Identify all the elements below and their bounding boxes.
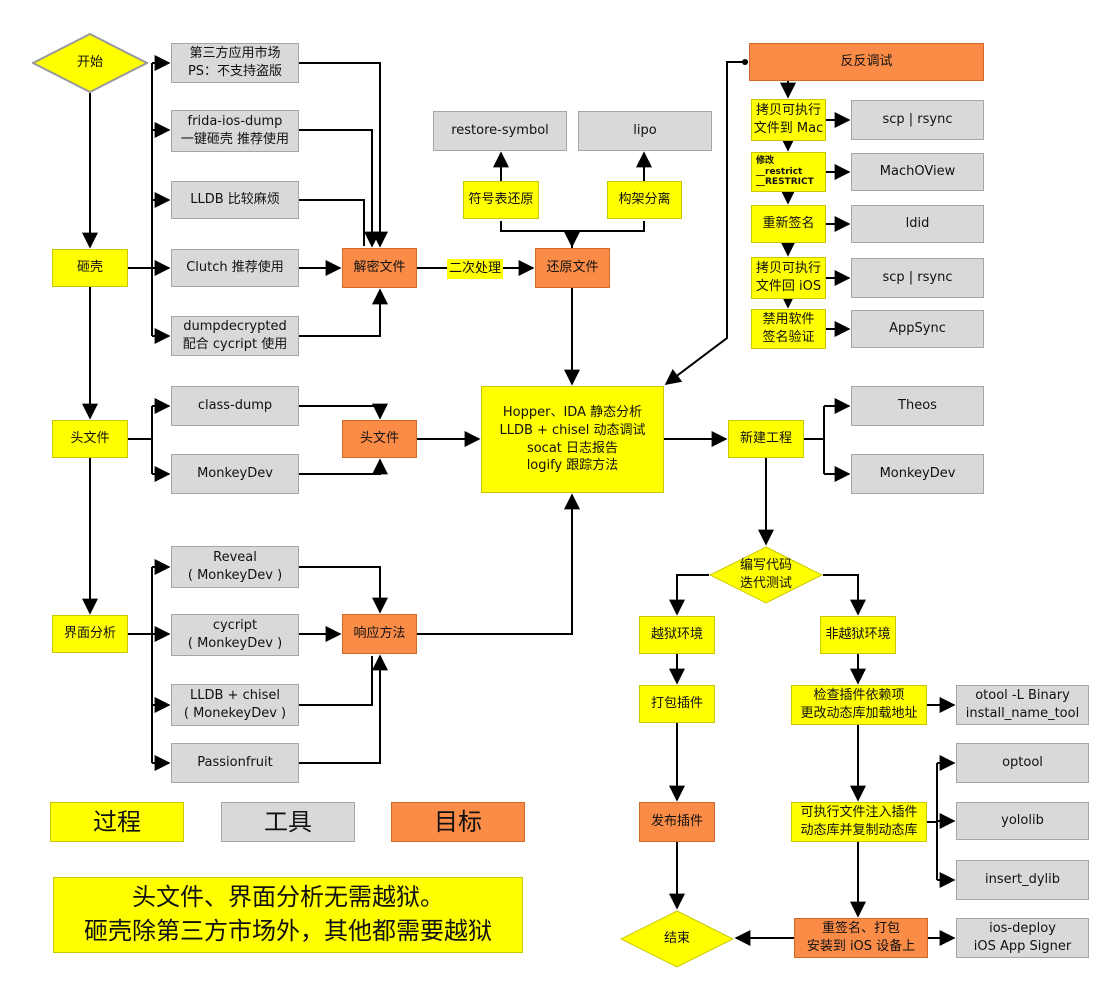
line-restore-to-arch [572, 221, 645, 232]
publish-plugin-target: 发布插件 [639, 802, 715, 842]
modify-restrict-node: 修改 __restrict __RESTRICT [751, 152, 826, 192]
line-lldb-to-response [299, 656, 373, 706]
frida-ios-dump-tool: frida-ios-dump 一键砸壳 推荐使用 [171, 110, 299, 152]
restore-file-target: 还原文件 [535, 248, 610, 288]
yololib-tool: yololib [956, 802, 1089, 840]
class-dump-tool: class-dump [171, 386, 299, 426]
arrow-write-to-jailbreak [669, 574, 709, 616]
otool-tool: otool -L Binary install_name_tool [956, 685, 1089, 725]
line-restore-to-symbol [500, 221, 573, 248]
restore-symbol-tool: restore-symbol [433, 111, 567, 151]
ios-deploy-tool: ios-deploy iOS App Signer [956, 918, 1089, 958]
optool-tool: optool [956, 743, 1089, 783]
machoview-tool: MachOView [851, 153, 984, 191]
check-deps-node: 检查插件依赖项 更改动态库加载地址 [791, 685, 927, 725]
package-plugin-node: 打包插件 [639, 685, 715, 723]
lldb-chisel-tool: LLDB + chisel ( MonekeyDev ) [171, 684, 299, 726]
copy-to-mac-node: 拷贝可执行 文件到 Mac [751, 99, 826, 141]
line-lldb-to-decrypt [299, 199, 365, 246]
monkeydev-header-tool: MonkeyDev [171, 454, 299, 494]
third-party-market-tool: 第三方应用市场 PS：不支持盗版 [171, 43, 299, 83]
start-diamond: 开始 [32, 33, 148, 93]
copy-to-ios-node: 拷贝可执行 文件回 iOS [751, 257, 826, 299]
legend-process: 过程 [50, 802, 184, 842]
passionfruit-tool: Passionfruit [171, 743, 299, 783]
cycript-tool: cycript ( MonkeyDev ) [171, 614, 299, 656]
shelling-node: 砸壳 [52, 249, 128, 287]
arrow-passionfruit-to-response [299, 654, 388, 764]
note-box: 头文件、界面分析无需越狱。 砸壳除第三方市场外，其他都需要越狱 [53, 877, 523, 953]
resign-install-target: 重签名、打包 安装到 iOS 设备上 [794, 918, 928, 958]
resign-node: 重新签名 [751, 205, 826, 243]
lldb-shell-tool: LLDB 比较麻烦 [171, 181, 299, 219]
appsync-tool: AppSync [851, 310, 984, 348]
arrow-dumpdecrypted-to-decrypt [299, 288, 388, 337]
lipo-tool: lipo [578, 111, 712, 151]
theos-tool: Theos [851, 386, 984, 426]
clutch-tool: Clutch 推荐使用 [171, 249, 299, 287]
symbol-restore-node: 符号表还原 [463, 181, 539, 219]
header-target: 头文件 [342, 420, 417, 458]
header-node: 头文件 [52, 420, 128, 458]
dumpdecrypted-tool: dumpdecrypted 配合 cycript 使用 [171, 316, 299, 356]
secondary-processing-label: 二次处理 [447, 259, 503, 279]
end-label: 结束 [663, 931, 690, 947]
anti-debug-target: 反反调试 [749, 43, 984, 81]
scp-rsync-tool-1: scp | rsync [851, 100, 984, 140]
ui-analysis-node: 界面分析 [52, 615, 128, 653]
arrow-third-party-to-decrypt [299, 62, 388, 248]
connector-dot [742, 59, 748, 65]
analysis-node: Hopper、IDA 静态分析 LLDB + chisel 动态调试 socat… [481, 386, 664, 493]
arrow-anti-debug-to-analysis [664, 61, 748, 385]
legend-tool: 工具 [221, 802, 355, 842]
arrow-write-to-non-jailbreak [823, 574, 866, 616]
monkeydev-project-tool: MonkeyDev [851, 454, 984, 494]
arrow-class-dump-to-header [299, 403, 388, 420]
start-label: 开始 [76, 55, 103, 71]
scp-rsync-tool-2: scp | rsync [851, 258, 984, 298]
arrow-frida-to-decrypt [299, 129, 380, 248]
arch-split-node: 构架分离 [607, 181, 682, 219]
arrow-reveal-to-response [299, 566, 388, 614]
reveal-tool: Reveal ( MonkeyDev ) [171, 546, 299, 588]
end-diamond: 结束 [620, 910, 734, 968]
write-code-diamond: 编写代码 迭代测试 [709, 546, 823, 604]
insert-dylib-tool: insert_dylib [956, 860, 1089, 900]
response-method-target: 响应方法 [342, 614, 417, 654]
new-project-node: 新建工程 [728, 420, 804, 458]
disable-signature-node: 禁用软件 签名验证 [751, 309, 826, 349]
write-code-label: 编写代码 迭代测试 [739, 558, 792, 591]
decrypt-file-target: 解密文件 [342, 248, 417, 288]
ldid-tool: ldid [851, 205, 984, 243]
arrow-response-to-analysis [417, 493, 580, 635]
arrow-monkeydev-to-header [299, 458, 388, 475]
legend-target: 目标 [391, 802, 525, 842]
non-jailbreak-env-node: 非越狱环境 [820, 616, 896, 654]
inject-plugin-node: 可执行文件注入插件 动态库并复制动态库 [791, 802, 927, 842]
jailbreak-env-node: 越狱环境 [639, 616, 715, 654]
